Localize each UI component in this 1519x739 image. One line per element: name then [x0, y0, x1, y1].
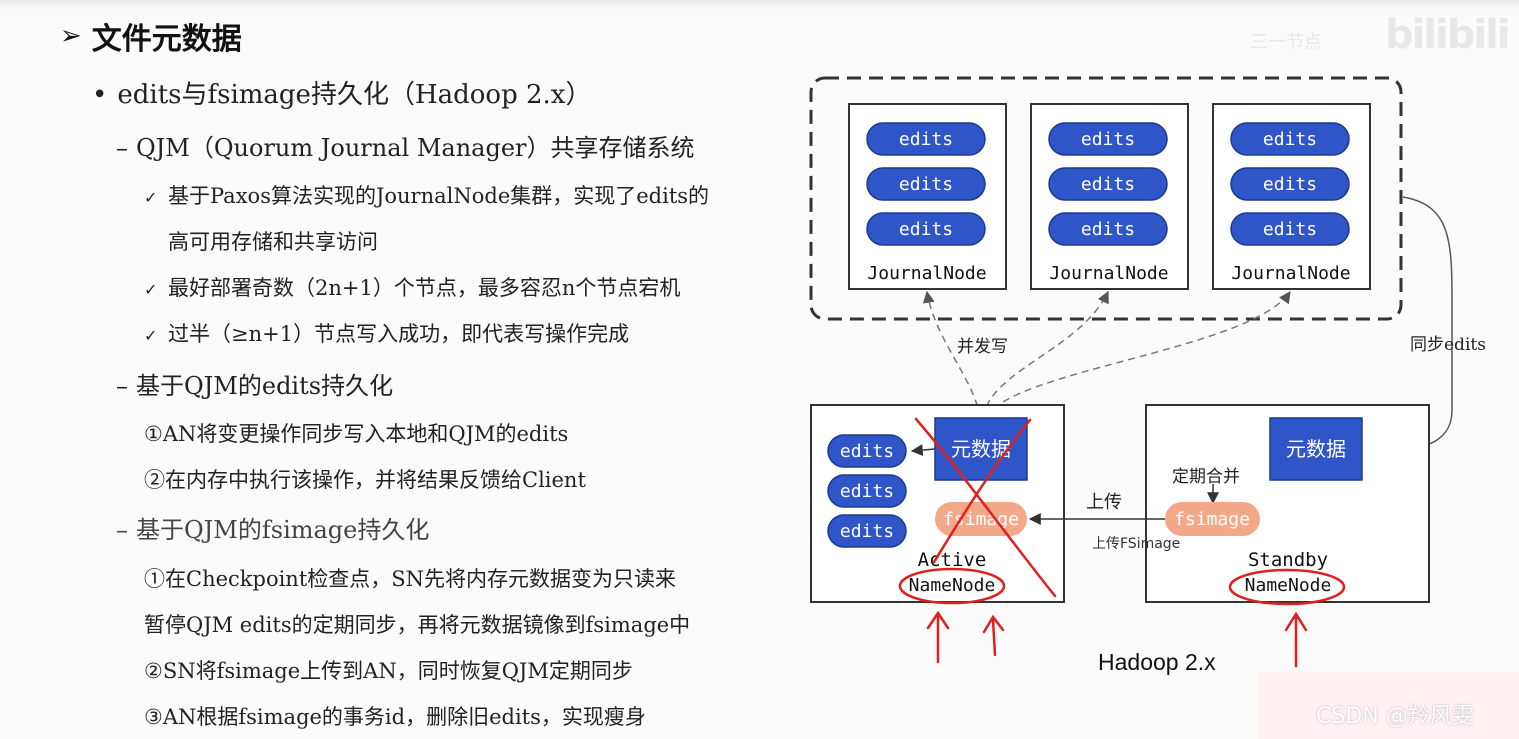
- dash-bullet: –: [116, 516, 128, 544]
- edits-step-1: ①AN将变更操作同步写入本地和QJM的edits: [144, 422, 569, 446]
- check-icon: ✓: [144, 326, 158, 345]
- standby-namenode-box: [1145, 404, 1430, 603]
- edits-pill-label: edits: [1081, 219, 1135, 240]
- check-icon: ✓: [144, 280, 158, 299]
- sync-edits-arrow: [1363, 196, 1453, 458]
- dash-bullet: –: [116, 134, 128, 162]
- qjm-heading: –QJM（Quorum Journal Manager）共享存储系统: [116, 128, 695, 163]
- upload-label: 上传: [1086, 492, 1122, 513]
- active-metadata-label: 元数据: [951, 437, 1011, 461]
- journal-node-label: JournalNode: [1049, 263, 1168, 284]
- active-edits-pill-label: edits: [840, 521, 894, 542]
- dash-bullet: –: [116, 372, 128, 400]
- qjm-point-1: ✓ 基于Paxos算法实现的JournalNode集群，实现了edits的: [144, 180, 709, 210]
- watermark-text: 三一节点: [1250, 32, 1322, 53]
- level1-item: • edits与fsimage持久化（Hadoop 2.x）: [92, 74, 591, 111]
- qjm-point-1-text: 基于Paxos算法实现的JournalNode集群，实现了edits的: [168, 184, 710, 208]
- qjm-heading-text: QJM（Quorum Journal Manager）共享存储系统: [136, 134, 695, 162]
- qjm-point-2-text: 最好部署奇数（2n+1）个节点，最多容忍n个节点宕机: [168, 276, 681, 300]
- red-arrow-standby: [1284, 611, 1308, 668]
- fsimage-step-3: ③AN根据fsimage的事务id，删除旧edits，实现瘦身: [144, 705, 646, 729]
- arrow-bullet-icon: ➢: [60, 21, 82, 51]
- qjm-point-3-text: 过半（≥n+1）节点写入成功，即代表写操作完成: [168, 322, 630, 346]
- dot-bullet-icon: •: [92, 80, 108, 110]
- standby-metadata-label: 元数据: [1286, 437, 1346, 461]
- diagram-caption: Hadoop 2.x: [1098, 649, 1216, 675]
- csdn-watermark: CSDN @羚风雯: [1258, 672, 1519, 739]
- edits-step-2: ②在内存中执行该操作，并将结果反馈给Client: [144, 468, 586, 492]
- red-arrow-active-1: [926, 610, 950, 664]
- slide-top-edge: [0, 0, 1519, 10]
- metadata-to-edits-arrow: [910, 444, 936, 457]
- edits-pill-label: edits: [1081, 174, 1135, 195]
- qjm-point-3: ✓ 过半（≥n+1）节点写入成功，即代表写操作完成: [144, 318, 629, 348]
- edits-pill-label: edits: [1081, 129, 1135, 150]
- journal-node-group: editseditseditsJournalNodeeditseditsedit…: [848, 103, 1371, 290]
- fsimage-step-1-continued: 暂停QJM edits的定期同步，再将元数据镜像到fsimage中: [144, 613, 691, 637]
- edits-pill-label: edits: [1263, 129, 1317, 150]
- standby-namenode-label: NameNode: [1245, 575, 1332, 596]
- edits-pill-label: edits: [1263, 219, 1317, 240]
- standby-role-label: Standby: [1248, 549, 1328, 571]
- qjm-point-1-continued: 高可用存储和共享访问: [168, 230, 378, 254]
- edits-heading-text: 基于QJM的edits持久化: [136, 372, 394, 400]
- level1-text: edits与fsimage持久化（Hadoop 2.x）: [117, 80, 592, 110]
- slide-title: ➢ 文件元数据: [60, 14, 242, 58]
- csdn-watermark-text: CSDN @羚风雯: [1316, 704, 1474, 729]
- edits-pill-label: edits: [899, 129, 953, 150]
- active-edits-pill-label: edits: [840, 441, 894, 462]
- active-edits-pill-label: edits: [840, 481, 894, 502]
- active-fsimage-label: fsimage: [943, 509, 1019, 530]
- active-role-label: Active: [918, 549, 987, 571]
- upload-fsimage-label: 上传FSimage: [1092, 536, 1180, 552]
- fsimage-step-2: ②SN将fsimage上传到AN，同时恢复QJM定期同步: [144, 659, 633, 683]
- journal-node-label: JournalNode: [867, 263, 986, 284]
- edits-pill-label: edits: [899, 219, 953, 240]
- merge-label: 定期合并: [1172, 467, 1240, 487]
- active-edits-stack: edits edits edits: [827, 434, 907, 548]
- fsimage-heading-text: 基于QJM的fsimage持久化: [136, 516, 430, 544]
- edits-pill-label: edits: [899, 174, 953, 195]
- concurrent-write-label: 并发写: [957, 337, 1008, 357]
- active-namenode-label: NameNode: [909, 575, 996, 596]
- edits-heading: –基于QJM的edits持久化: [116, 366, 393, 401]
- slide-title-text: 文件元数据: [91, 22, 242, 57]
- check-icon: ✓: [144, 188, 158, 207]
- active-namenode-box: [810, 404, 1065, 603]
- red-arrow-active-2: [982, 614, 1005, 657]
- qjm-point-2: ✓ 最好部署奇数（2n+1）个节点，最多容忍n个节点宕机: [144, 272, 680, 302]
- fsimage-heading: –基于QJM的fsimage持久化: [116, 510, 429, 545]
- bilibili-logo: bilibili: [1385, 12, 1511, 58]
- edits-pill-label: edits: [1263, 174, 1317, 195]
- standby-fsimage-label: fsimage: [1174, 509, 1250, 530]
- journal-node-label: JournalNode: [1231, 263, 1350, 284]
- sync-edits-label: 同步edits: [1410, 335, 1486, 355]
- fsimage-step-1: ①在Checkpoint检查点，SN先将内存元数据变为只读来: [144, 567, 677, 591]
